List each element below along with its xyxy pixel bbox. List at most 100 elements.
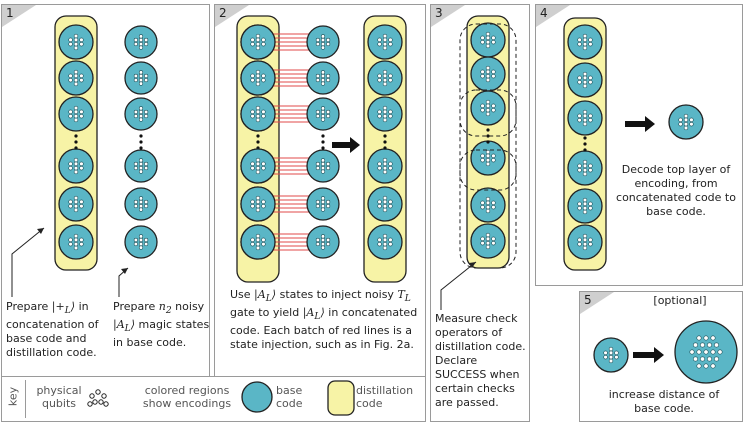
physical-qubit-dot xyxy=(320,245,326,250)
physical-qubit-dot xyxy=(255,114,261,119)
physical-qubit-dot xyxy=(582,42,588,47)
physical-qubit-dot xyxy=(320,73,326,79)
physical-qubit-dot xyxy=(683,125,689,131)
physical-qubit-dot xyxy=(480,40,485,45)
physical-qubit-dot xyxy=(261,161,266,166)
base-code-qubit xyxy=(58,96,94,132)
ellipsis-dot xyxy=(74,146,78,150)
physical-qubit-dot xyxy=(382,33,388,39)
base-code-qubit xyxy=(470,22,506,58)
physical-qubit-dot xyxy=(261,42,266,47)
physical-qubit-dot xyxy=(491,74,496,79)
physical-qubit-dot xyxy=(79,37,84,42)
physical-qubit-dot xyxy=(320,241,326,247)
physical-qubit-dot xyxy=(696,349,702,355)
physical-qubit-dot xyxy=(388,237,393,242)
ellipsis-dot xyxy=(321,146,325,150)
physical-qubit-dot xyxy=(138,237,144,243)
physical-qubit-dot xyxy=(68,242,73,247)
physical-qubit-dot xyxy=(68,73,73,78)
ellipsis-dot xyxy=(321,140,325,144)
panel-1-text-prepare-magic: Prepare n2 noisy |AL⟩ magic states in ba… xyxy=(113,300,210,350)
physical-qubit-dot xyxy=(588,237,593,242)
physical-qubit-dot xyxy=(382,157,388,163)
base-code-qubit xyxy=(58,186,94,222)
leader-line xyxy=(118,267,129,297)
physical-qubit-dot xyxy=(382,81,388,87)
physical-qubit-dot xyxy=(68,78,73,83)
base-code-qubit xyxy=(567,24,603,60)
physical-qubit-dot xyxy=(138,241,144,247)
physical-qubit-dot xyxy=(377,73,382,78)
physical-qubit-dot xyxy=(480,69,485,74)
physical-qubit-dot xyxy=(485,232,491,238)
physical-qubit-dot xyxy=(138,203,144,209)
physical-qubit-dot xyxy=(582,37,588,42)
physical-qubit-dot xyxy=(73,242,79,247)
physical-qubit-dot xyxy=(588,118,593,123)
physical-qubit-dot xyxy=(582,121,588,127)
physical-qubit-dot xyxy=(577,168,582,173)
physical-qubit-dot xyxy=(485,161,491,167)
physical-qubit-dot xyxy=(138,77,144,83)
panel-4-text: Decode top layer of encoding, from conca… xyxy=(616,163,736,218)
physical-qubit-dot xyxy=(692,356,698,362)
physical-qubit-dot xyxy=(485,43,491,49)
physical-qubit-dot xyxy=(255,166,261,171)
physical-qubit-dot xyxy=(68,109,73,114)
physical-qubit-dot xyxy=(382,73,388,78)
physical-qubit-dot xyxy=(485,200,491,205)
physical-qubit-dot xyxy=(485,208,491,214)
physical-qubit-dot xyxy=(315,109,320,115)
physical-qubit-dot xyxy=(79,73,84,78)
physical-qubit-dot xyxy=(320,45,326,50)
physical-qubit-dot xyxy=(377,166,382,171)
physical-qubit-dot xyxy=(255,105,261,111)
physical-qubit-dot xyxy=(138,41,144,47)
physical-qubit-dot xyxy=(480,153,485,158)
ellipsis-dot xyxy=(256,134,260,138)
physical-qubit-dot xyxy=(388,204,393,209)
physical-qubit-dot xyxy=(582,75,588,80)
physical-qubit-dot xyxy=(491,69,496,74)
physical-qubit-dot xyxy=(144,237,149,243)
physical-qubit-dot xyxy=(678,117,683,122)
panel-3-text: Measure check operators of distillation … xyxy=(435,312,526,409)
physical-qubit-dot xyxy=(382,166,388,171)
physical-qubit-dot xyxy=(577,80,582,85)
key-base-code-icon xyxy=(241,381,273,413)
physical-qubit-dot xyxy=(144,113,149,119)
physical-qubit-dot xyxy=(68,161,73,166)
physical-qubit-dot xyxy=(255,37,261,42)
physical-qubit-dot xyxy=(603,350,608,355)
panel-5-text: increase distance of base code. xyxy=(608,388,720,415)
physical-qubit-dot xyxy=(255,42,261,47)
physical-qubit-dot xyxy=(485,244,491,250)
physical-qubit-dot xyxy=(382,42,388,47)
base-code-qubit xyxy=(470,223,506,259)
physical-qubit-dot xyxy=(491,40,496,45)
physical-qubit-dot xyxy=(480,108,485,113)
physical-qubit-dot xyxy=(73,157,79,163)
physical-qubit-dot xyxy=(255,69,261,75)
base-code-qubit xyxy=(668,104,704,140)
physical-qubit-dot xyxy=(582,118,588,123)
physical-qubit-dot xyxy=(491,153,496,158)
physical-qubit-dot xyxy=(320,199,326,205)
physical-qubit-dot xyxy=(73,204,79,209)
physical-qubit-dot xyxy=(326,73,331,79)
physical-qubit-dot xyxy=(485,236,491,241)
key-regions-label: colored regions show encodings xyxy=(142,384,232,410)
physical-qubit-dot xyxy=(255,157,261,163)
physical-qubit-dot xyxy=(491,236,496,241)
physical-qubit-dot xyxy=(320,203,326,209)
physical-qubit-dot xyxy=(713,356,719,362)
physical-qubit-dot xyxy=(382,199,388,204)
physical-qubit-dot xyxy=(133,73,138,79)
physical-qubit-dot xyxy=(382,207,388,213)
physical-qubit-dot xyxy=(480,35,485,40)
physical-qubit-dot xyxy=(79,199,84,204)
physical-qubit-dot xyxy=(315,113,320,119)
physical-qubit-dot xyxy=(320,196,326,201)
physical-qubit-dot xyxy=(320,234,326,239)
